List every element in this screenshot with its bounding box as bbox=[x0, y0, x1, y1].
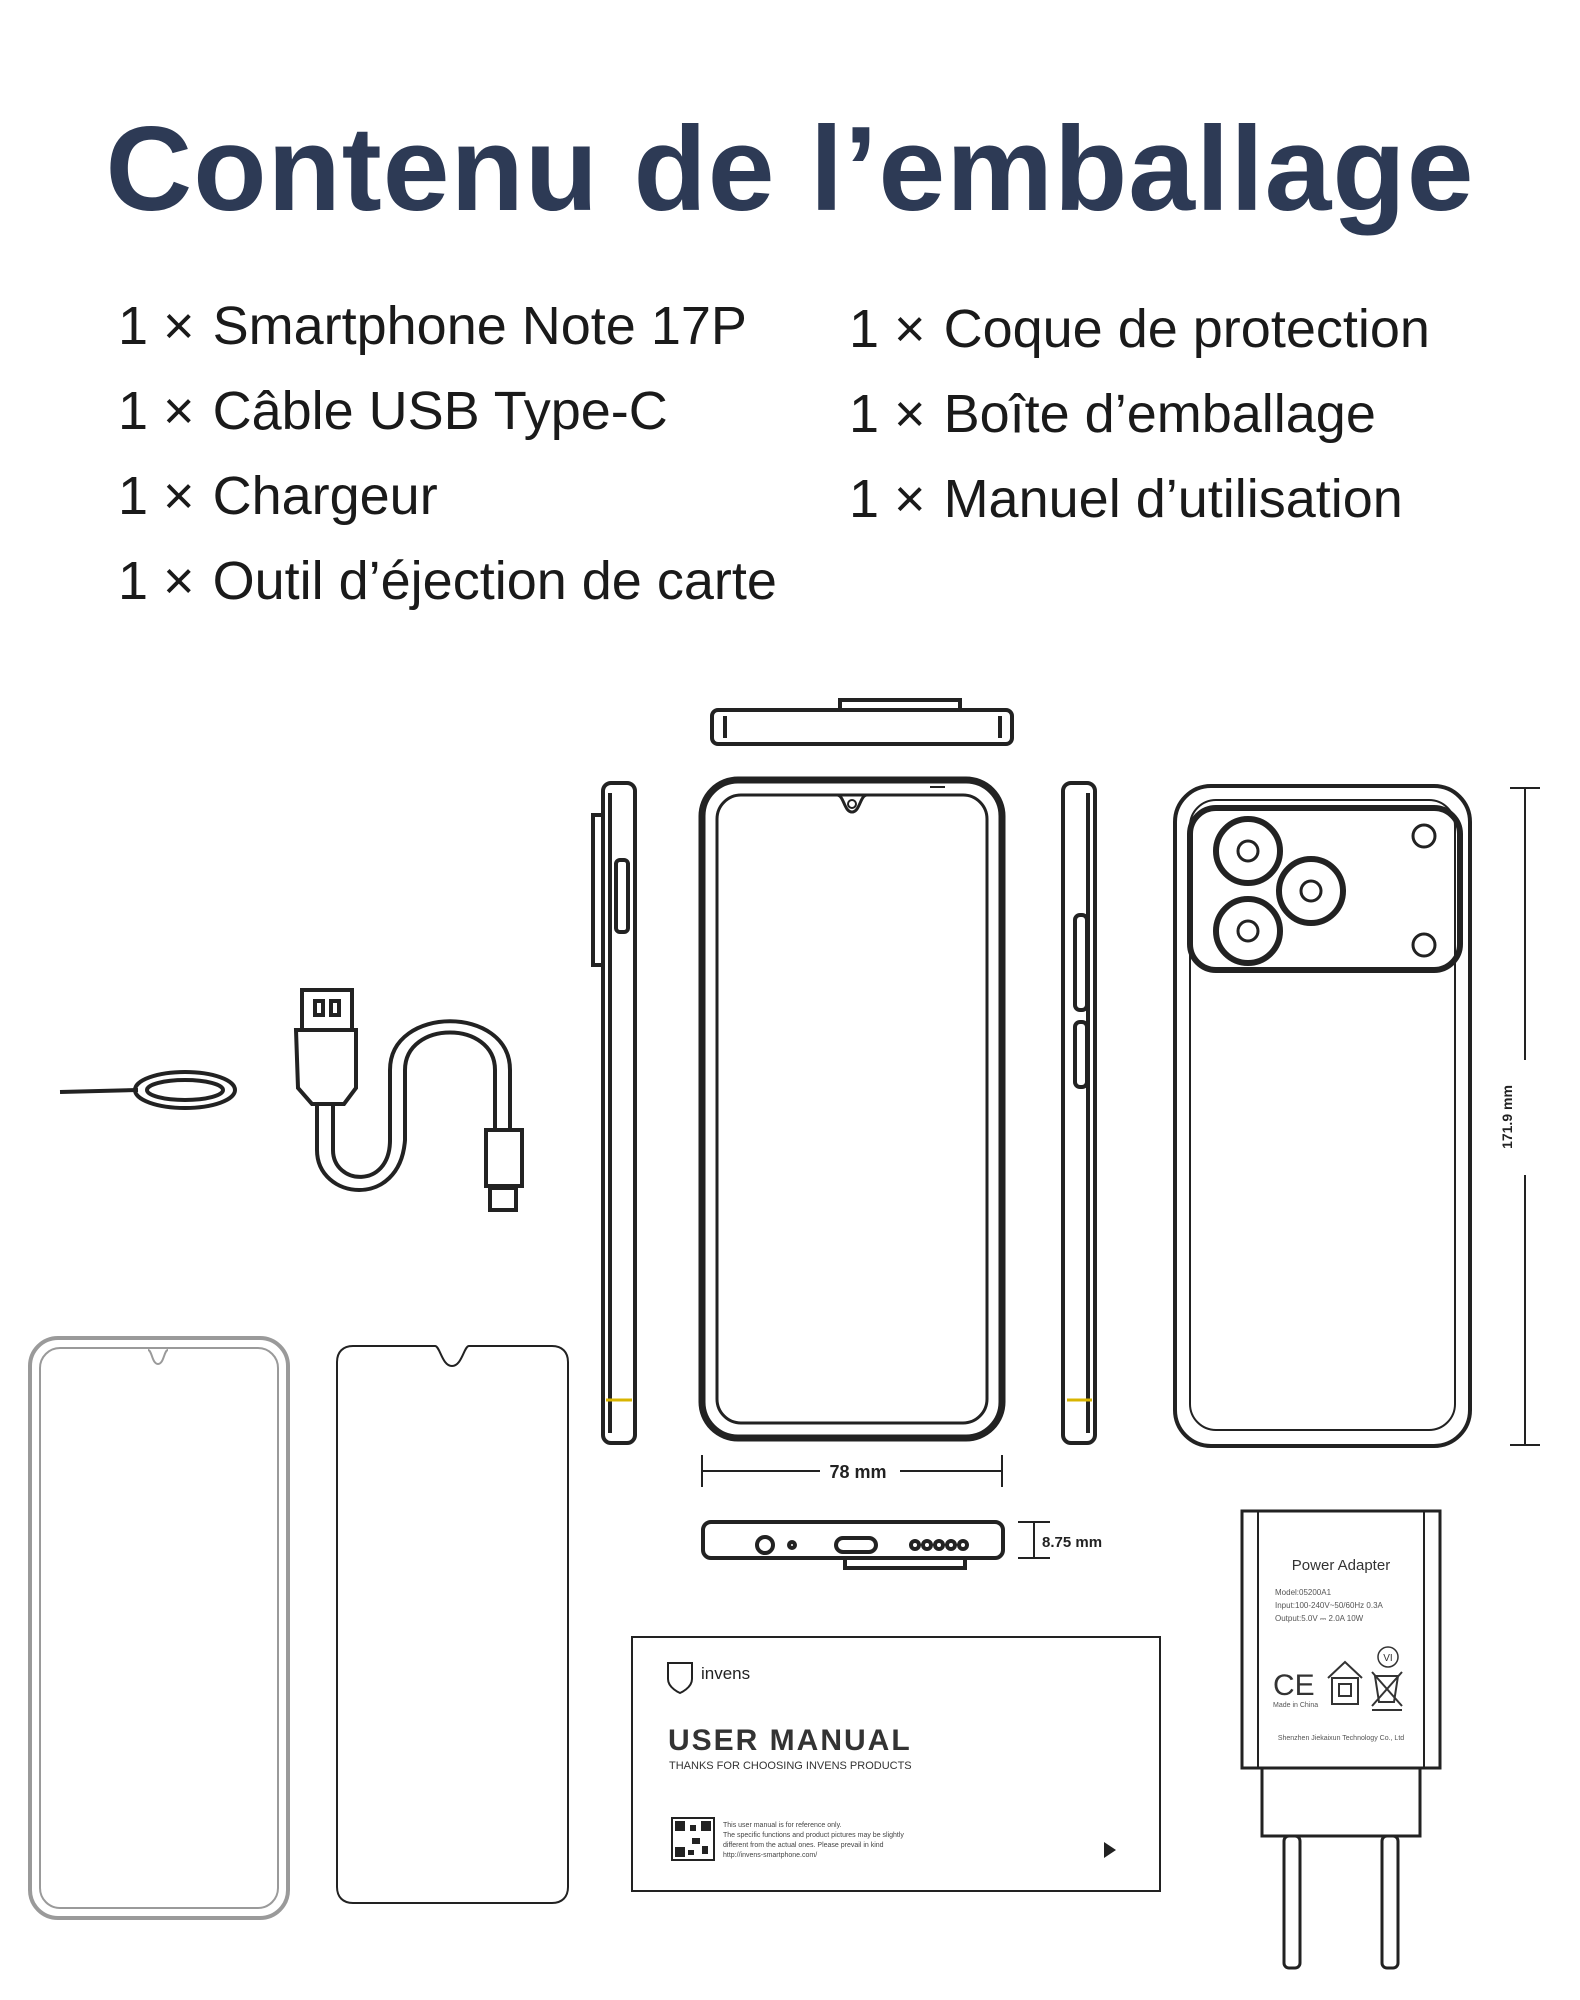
qr-code-icon bbox=[671, 1817, 715, 1861]
manual-note-line: This user manual is for reference only. bbox=[723, 1822, 842, 1829]
item-label: Outil d’éjection de carte bbox=[212, 551, 777, 611]
phone-left-side-view bbox=[591, 781, 637, 1445]
indoor-use-icon bbox=[1327, 1660, 1363, 1705]
adapter-output: Output:5.0V ⎓ 2.0A 10W bbox=[1275, 1614, 1364, 1623]
item-label: Smartphone Note 17P bbox=[212, 296, 747, 356]
item-label: Manuel d’utilisation bbox=[943, 469, 1403, 529]
sim-ejector-icon bbox=[59, 1070, 237, 1110]
manual-brand: invens bbox=[701, 1664, 750, 1683]
phone-right-side-view bbox=[1061, 781, 1097, 1445]
manual-note-line: different from the actual ones. Please p… bbox=[723, 1842, 884, 1849]
item-label: Coque de protection bbox=[943, 299, 1430, 359]
page-title: Contenu de l’emballage bbox=[105, 102, 1475, 236]
item-quantity: 1 × bbox=[118, 296, 195, 356]
item-label: Câble USB Type-C bbox=[212, 381, 668, 441]
height-dimension: 171.9 mm bbox=[1499, 787, 1540, 1446]
list-item-manual: 1 × Manuel d’utilisation bbox=[849, 457, 1430, 542]
ce-mark-icon: CE bbox=[1273, 1669, 1315, 1702]
adapter-name: Power Adapter bbox=[1292, 1557, 1390, 1574]
contents-list-left: 1 × Smartphone Note 17P 1 × Câble USB Type… bbox=[118, 284, 777, 624]
item-quantity: 1 × bbox=[118, 551, 195, 611]
contents-list-right: 1 × Coque de protection 1 × Boîte d’emball… bbox=[849, 287, 1430, 542]
adapter-input: Input:100-240V~50/60Hz 0.3A bbox=[1275, 1601, 1384, 1610]
play-arrow-icon bbox=[1104, 1842, 1116, 1858]
manual-subheading: THANKS FOR CHOOSING INVENS PRODUCTS bbox=[669, 1760, 912, 1772]
item-label: Boîte d’emballage bbox=[943, 384, 1376, 444]
list-item-smartphone: 1 × Smartphone Note 17P bbox=[118, 284, 777, 369]
list-item-sim-tool: 1 × Outil d’éjection de carte bbox=[118, 539, 777, 624]
weee-bin-icon bbox=[1371, 1671, 1403, 1711]
usb-cable-icon bbox=[293, 988, 524, 1212]
item-quantity: 1 × bbox=[849, 299, 926, 359]
item-quantity: 1 × bbox=[849, 384, 926, 444]
thickness-dimension: 8.75 mm bbox=[1018, 1521, 1102, 1559]
power-adapter-icon: Power Adapter Model:05200A1 Input:100-24… bbox=[1240, 1509, 1442, 1970]
list-item-case: 1 × Coque de protection bbox=[849, 287, 1430, 372]
adapter-model: Model:05200A1 bbox=[1275, 1588, 1332, 1597]
efficiency-mark-icon bbox=[1377, 1646, 1399, 1668]
brand-shield-icon bbox=[667, 1662, 693, 1695]
phone-top-view bbox=[710, 698, 1014, 746]
protective-case-icon bbox=[28, 1336, 290, 1920]
efficiency-mark: VI bbox=[1383, 1653, 1392, 1664]
item-quantity: 1 × bbox=[849, 469, 926, 529]
plug-prong-icon bbox=[1380, 1834, 1400, 1970]
screen-protector-icon bbox=[336, 1345, 569, 1904]
thickness-label: 8.75 mm bbox=[1042, 1534, 1102, 1551]
item-label: Chargeur bbox=[212, 466, 438, 526]
width-dimension: 78 mm bbox=[701, 1455, 1003, 1487]
phone-front-view bbox=[698, 776, 1006, 1442]
list-item-box: 1 × Boîte d’emballage bbox=[849, 372, 1430, 457]
list-item-charger: 1 × Chargeur bbox=[118, 454, 777, 539]
user-manual-icon: invens USER MANUAL THANKS FOR CHOOSING I… bbox=[631, 1636, 1161, 1892]
item-quantity: 1 × bbox=[118, 466, 195, 526]
width-label: 78 mm bbox=[829, 1462, 886, 1482]
phone-back-view bbox=[1173, 784, 1472, 1448]
plug-prong-icon bbox=[1282, 1834, 1302, 1970]
phone-bottom-view bbox=[701, 1520, 1005, 1570]
manual-note-line: http://invens-smartphone.com/ bbox=[723, 1852, 817, 1859]
adapter-origin: Made in China bbox=[1273, 1702, 1318, 1709]
height-label: 171.9 mm bbox=[1499, 1085, 1515, 1149]
manual-note-line: The specific functions and product pictu… bbox=[723, 1832, 904, 1839]
list-item-usb-cable: 1 × Câble USB Type-C bbox=[118, 369, 777, 454]
manual-heading: USER MANUAL bbox=[668, 1724, 912, 1757]
item-quantity: 1 × bbox=[118, 381, 195, 441]
adapter-company: Shenzhen Jiekaixun Technology Co., Ltd bbox=[1278, 1735, 1404, 1742]
